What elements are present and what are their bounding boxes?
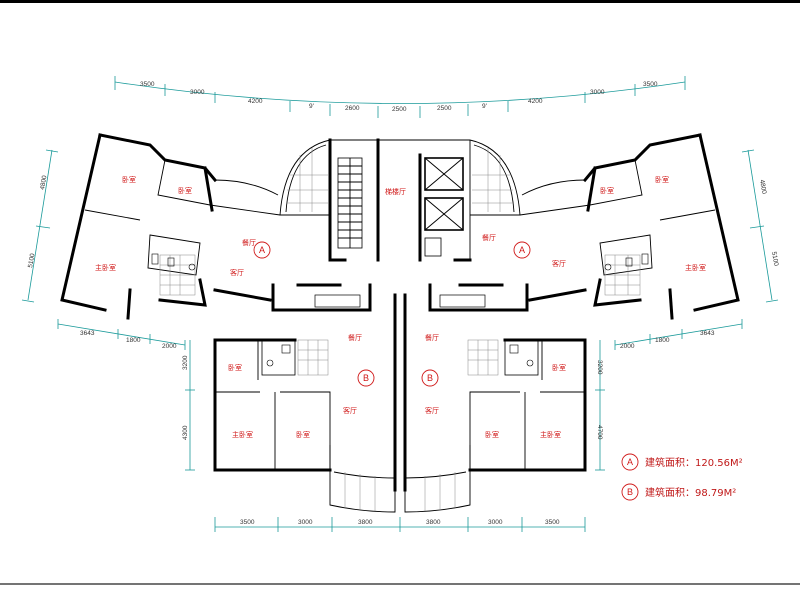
left-dim-1: 4800 — [39, 175, 48, 191]
top-dim-7: 2500 — [437, 105, 452, 112]
room-b-left-dining: 餐厅 — [348, 333, 362, 342]
central-core — [279, 138, 521, 262]
room-b-left-living: 客厅 — [343, 406, 357, 415]
unit-a-right-mark-label: A — [519, 245, 525, 255]
bottom-dim-5: 3000 — [488, 519, 503, 526]
room-a-right-bedroom2: 卧室 — [600, 186, 614, 195]
room-a-left-master: 主卧室 — [95, 263, 116, 272]
room-stair-hall: 梯楼厅 — [385, 187, 406, 196]
top-border — [0, 0, 800, 3]
room-a-right-living: 客厅 — [552, 259, 566, 268]
room-b-right-master: 主卧室 — [540, 430, 561, 439]
top-dim-8: 9' — [482, 103, 487, 110]
bottom-dim-2: 3000 — [298, 519, 313, 526]
top-dim-line — [114, 81, 686, 104]
room-a-left-bedroom1: 卧室 — [122, 175, 136, 184]
mid-dim-l3: 2000 — [162, 343, 177, 350]
top-dim-9: 4200 — [528, 98, 543, 105]
unit-b-right — [403, 283, 587, 513]
bottom-dim-1: 3500 — [240, 519, 255, 526]
left-dim-2: 5100 — [27, 253, 36, 269]
bottom-dim-ticks — [214, 517, 586, 532]
unit-b-left-mark-label: B — [363, 373, 369, 383]
room-b-left-bedroom1: 卧室 — [228, 363, 242, 372]
top-dim-4: 9' — [309, 103, 314, 110]
right-dim-1: 4800 — [758, 179, 767, 195]
bottom-dim-4: 3800 — [426, 519, 441, 526]
top-dim-10: 3000 — [590, 89, 605, 96]
unit-a-left-mark — [253, 241, 271, 259]
bottom-dim-6: 3500 — [545, 519, 560, 526]
mid-dim-r1: 2000 — [620, 343, 635, 350]
unit-b-right-mark — [421, 369, 439, 387]
room-a-right-dining: 餐厅 — [482, 233, 496, 242]
unit-b-left — [213, 283, 397, 513]
room-a-right-bedroom1: 卧室 — [655, 175, 669, 184]
b-left-dim-2: 4300 — [182, 425, 189, 440]
room-b-right-bedroom2: 卧室 — [485, 430, 499, 439]
unit-a-left-mark-label: A — [259, 245, 265, 255]
top-dim-3: 4200 — [248, 98, 263, 105]
top-dim-2: 3000 — [190, 89, 205, 96]
unit-a-right — [519, 133, 740, 320]
left-dim-line — [27, 149, 53, 301]
legend-mark-a-label: A — [627, 457, 633, 467]
room-a-left-bedroom2: 卧室 — [178, 186, 192, 195]
legend: A 建筑面积：120.56M² B 建筑面积：98.79M² — [621, 453, 743, 501]
bottom-dim-3: 3800 — [358, 519, 373, 526]
unit-a-left — [60, 133, 281, 320]
b-right-dim-2: 4700 — [596, 425, 603, 440]
room-b-right-dining: 餐厅 — [425, 333, 439, 342]
unit-b-left-mark — [357, 369, 375, 387]
mid-dim-l1: 3643 — [80, 330, 95, 337]
mid-dim-r3: 3643 — [700, 330, 715, 337]
legend-mark-b — [621, 483, 639, 501]
legend-mark-a — [621, 453, 639, 471]
b-right-dim-1: 3200 — [596, 360, 603, 375]
room-b-left-master: 主卧室 — [232, 430, 253, 439]
room-b-right-bedroom1: 卧室 — [552, 363, 566, 372]
room-a-left-living: 客厅 — [230, 268, 244, 277]
right-dim-2: 5100 — [770, 251, 779, 267]
legend-area-a: 建筑面积：120.56M² — [645, 456, 743, 469]
right-dim-line — [747, 149, 773, 301]
b-left-dim-1: 3200 — [182, 355, 189, 370]
legend-area-b: 建筑面积：98.79M² — [645, 486, 736, 499]
top-dim-5: 2600 — [345, 105, 360, 112]
top-dim-1: 3500 — [140, 81, 155, 88]
legend-mark-b-label: B — [627, 487, 633, 497]
top-dim-11: 3500 — [643, 81, 658, 88]
room-b-left-bedroom2: 卧室 — [296, 430, 310, 439]
room-b-right-living: 客厅 — [425, 406, 439, 415]
unit-a-right-mark — [513, 241, 531, 259]
mid-dim-l2: 1800 — [126, 337, 141, 344]
mid-dim-left-line — [57, 323, 186, 346]
room-a-left-dining: 餐厅 — [242, 238, 256, 247]
mid-dim-right-line — [614, 323, 743, 346]
top-dim-ticks — [114, 76, 686, 118]
unit-b-right-mark-label: B — [427, 373, 433, 383]
mid-dim-r2: 1800 — [655, 337, 670, 344]
room-a-right-master: 主卧室 — [685, 263, 706, 272]
top-dim-6: 2500 — [392, 106, 407, 113]
